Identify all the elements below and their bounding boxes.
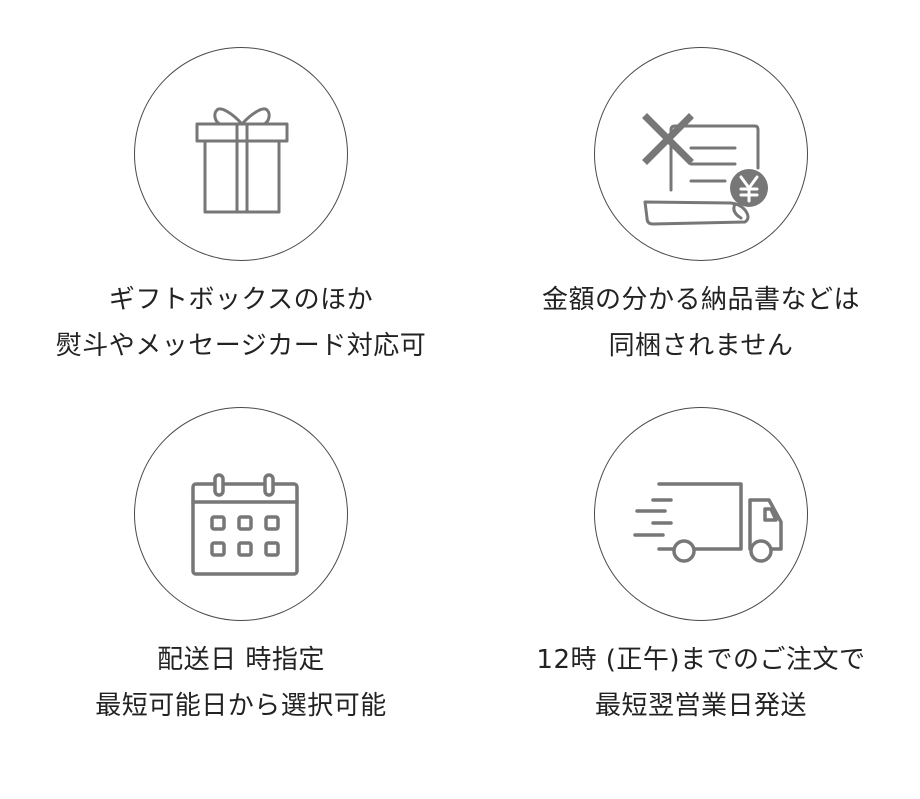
caption-line-1: 金額の分かる納品書などは (541, 285, 860, 315)
feature-caption: ギフトボックスのほか 熨斗やメッセージカード対応可 (11, 277, 471, 369)
icon-circle (134, 47, 348, 261)
caption-line-1: 12時 (正午)までのご注文で (536, 645, 866, 675)
caption-line-2: 最短翌営業日発送 (594, 691, 807, 721)
caption-line-1: 配送日 時指定 (157, 645, 325, 675)
delivery-truck-icon (633, 482, 783, 563)
caption-line-2: 最短可能日から選択可能 (95, 691, 387, 721)
calendar-icon (191, 473, 299, 576)
feature-caption: 金額の分かる納品書などは 同梱されません (471, 277, 920, 369)
icon-circle (594, 407, 808, 621)
feature-caption: 配送日 時指定 最短可能日から選択可能 (11, 637, 471, 729)
icon-circle (134, 407, 348, 621)
caption-line-2: 同梱されません (608, 331, 794, 361)
caption-line-1: ギフトボックスのほか (108, 285, 374, 315)
caption-line-2: 熨斗やメッセージカード対応可 (55, 331, 427, 361)
feature-caption: 12時 (正午)までのご注文で 最短翌営業日発送 (471, 637, 920, 729)
gift-box-icon (195, 107, 289, 214)
icon-circle (594, 47, 808, 261)
no-invoice-icon (642, 113, 768, 226)
